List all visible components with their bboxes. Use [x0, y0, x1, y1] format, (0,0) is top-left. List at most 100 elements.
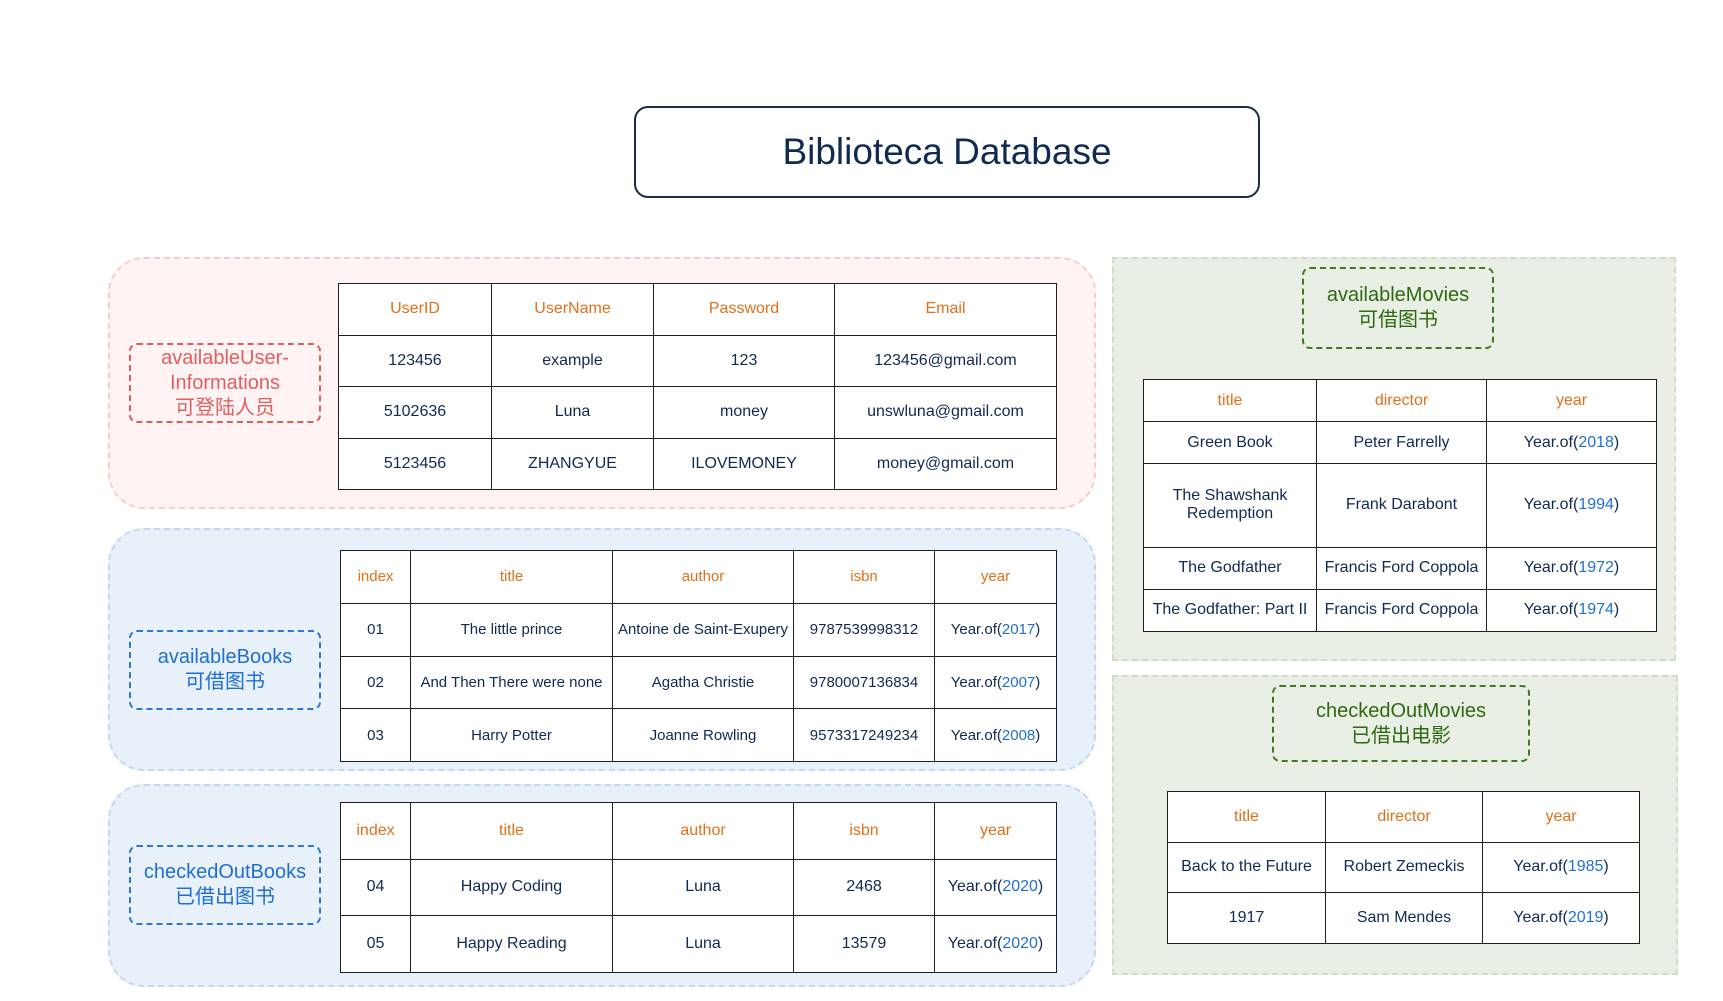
title-cell: Happy Reading [410, 915, 613, 973]
checked-out-books-table: index title author isbn year 04 Happy Co… [340, 802, 1057, 973]
index-cell: 04 [340, 858, 411, 917]
year-value: 2020 [1002, 878, 1038, 896]
column-header: UserID [338, 283, 492, 336]
checked-out-movies-label-en: checkedOutMovies [1315, 699, 1487, 722]
year-value: 1974 [1578, 601, 1614, 619]
year-cell: Year.of(1974) [1486, 588, 1657, 633]
year-cell: Year.of(2017) [934, 602, 1057, 657]
title-cell: The Godfather: Part II [1143, 588, 1317, 633]
column-header: title [410, 802, 613, 860]
title-cell: The Shawshank Redemption [1143, 463, 1317, 548]
year-cell: Year.of(1972) [1486, 546, 1657, 590]
users-label-zh: 可登陆人员 [175, 396, 275, 419]
year-cell: Year.of(2020) [934, 858, 1057, 917]
year-suffix: ) [1613, 559, 1620, 577]
email-cell: money@gmail.com [834, 437, 1057, 490]
table-row: Back to the Future Robert Zemeckis Year.… [1167, 841, 1640, 894]
table-row: 1917 Sam Mendes Year.of(2019) [1167, 892, 1640, 944]
year-prefix: Year.of( [1523, 601, 1579, 619]
user-id-cell: 123456 [338, 334, 492, 387]
table-header-row: UserID UserName Password Email [338, 283, 1057, 336]
title-cell: Green Book [1143, 421, 1317, 465]
year-suffix: ) [1613, 496, 1620, 514]
table-row: 04 Happy Coding Luna 2468 Year.of(2020) [340, 858, 1057, 917]
year-value: 1972 [1578, 559, 1614, 577]
available-movies-label-en: availableMovies [1326, 284, 1470, 306]
year-prefix: Year.of( [950, 673, 1002, 691]
table-row: Green Book Peter Farrelly Year.of(2018) [1143, 421, 1657, 465]
table-header-row: index title author isbn year [340, 802, 1057, 860]
year-prefix: Year.of( [1523, 496, 1579, 514]
year-suffix: ) [1603, 909, 1609, 927]
checked-out-books-label-zh: 已借出图书 [175, 886, 275, 908]
available-books-label-en: availableBooks [157, 646, 293, 668]
year-cell: Year.of(2007) [934, 655, 1057, 710]
index-cell: 03 [340, 708, 411, 762]
year-prefix: Year.of( [950, 621, 1002, 639]
year-suffix: ) [1613, 601, 1620, 619]
director-cell: Robert Zemeckis [1325, 841, 1483, 894]
users-group-label: availableUser-Informations 可登陆人员 [129, 343, 321, 423]
email-cell: 123456@gmail.com [834, 334, 1057, 387]
user-id-cell: 5123456 [338, 437, 492, 490]
available-movies-label-zh: 可借图书 [1358, 309, 1438, 331]
user-name-cell: example [491, 334, 654, 387]
index-cell: 02 [340, 655, 411, 710]
isbn-cell: 9780007136834 [793, 655, 935, 710]
table-row: 03 Harry Potter Joanne Rowling 957331724… [340, 708, 1057, 762]
database-title-box: Biblioteca Database [634, 106, 1260, 198]
checked-out-books-label: checkedOutBooks 已借出图书 [129, 845, 321, 925]
table-row: 02 And Then There were none Agatha Chris… [340, 655, 1057, 710]
users-table: UserID UserName Password Email 123456 ex… [338, 283, 1057, 490]
column-header: title [1143, 378, 1317, 423]
year-value: 2017 [1001, 621, 1036, 639]
year-prefix: Year.of( [1523, 559, 1579, 577]
checked-out-movies-label-zh: 已借出电影 [1351, 724, 1451, 747]
year-prefix: Year.of( [947, 878, 1003, 896]
table-row: 05 Happy Reading Luna 13579 Year.of(2020… [340, 915, 1057, 973]
table-row: 01 The little prince Antoine de Saint-Ex… [340, 602, 1057, 657]
isbn-cell: 13579 [793, 915, 935, 973]
user-id-cell: 5102636 [338, 386, 492, 439]
password-cell: ILOVEMONEY [653, 437, 835, 490]
column-header: director [1325, 791, 1483, 843]
available-books-table: index title author isbn year 01 The litt… [340, 550, 1057, 762]
column-header: title [1167, 791, 1326, 843]
year-cell: Year.of(2008) [934, 708, 1057, 762]
author-cell: Luna [612, 915, 794, 973]
available-movies-label: availableMovies 可借图书 [1302, 267, 1494, 349]
isbn-cell: 2468 [793, 858, 935, 917]
email-cell: unswluna@gmail.com [834, 386, 1057, 439]
year-value: 1985 [1567, 858, 1604, 876]
column-header: author [612, 802, 794, 860]
title-cell: Happy Coding [410, 858, 613, 917]
column-header: index [340, 550, 411, 604]
available-books-label: availableBooks 可借图书 [129, 630, 321, 710]
column-header: year [934, 802, 1057, 860]
year-suffix: ) [1037, 878, 1044, 896]
title-cell: Back to the Future [1167, 841, 1326, 894]
year-suffix: ) [1037, 935, 1044, 953]
table-row: 123456 example 123 123456@gmail.com [338, 334, 1057, 387]
table-header-row: title director year [1167, 791, 1640, 843]
column-header: year [1482, 791, 1640, 843]
director-cell: Peter Farrelly [1316, 421, 1487, 465]
table-row: The Godfather: Part II Francis Ford Copp… [1143, 588, 1657, 633]
table-row: The Shawshank Redemption Frank Darabont … [1143, 463, 1657, 548]
director-cell: Francis Ford Coppola [1316, 546, 1487, 590]
year-prefix: Year.of( [1523, 433, 1579, 451]
title-cell: Harry Potter [410, 708, 613, 762]
column-header: year [934, 550, 1057, 604]
available-movies-table: title director year Green Book Peter Far… [1143, 378, 1657, 633]
column-header: Password [653, 283, 835, 336]
year-cell: Year.of(2019) [1482, 892, 1640, 944]
checked-out-books-label-en: checkedOutBooks [143, 861, 307, 883]
column-header: Email [834, 283, 1057, 336]
year-value: 2007 [1001, 673, 1036, 691]
year-cell: Year.of(1985) [1482, 841, 1640, 894]
year-prefix: Year.of( [950, 726, 1002, 744]
year-suffix: ) [1035, 621, 1041, 639]
title-cell: The Godfather [1143, 546, 1317, 590]
year-value: 1994 [1578, 496, 1614, 514]
author-cell: Joanne Rowling [612, 708, 794, 762]
